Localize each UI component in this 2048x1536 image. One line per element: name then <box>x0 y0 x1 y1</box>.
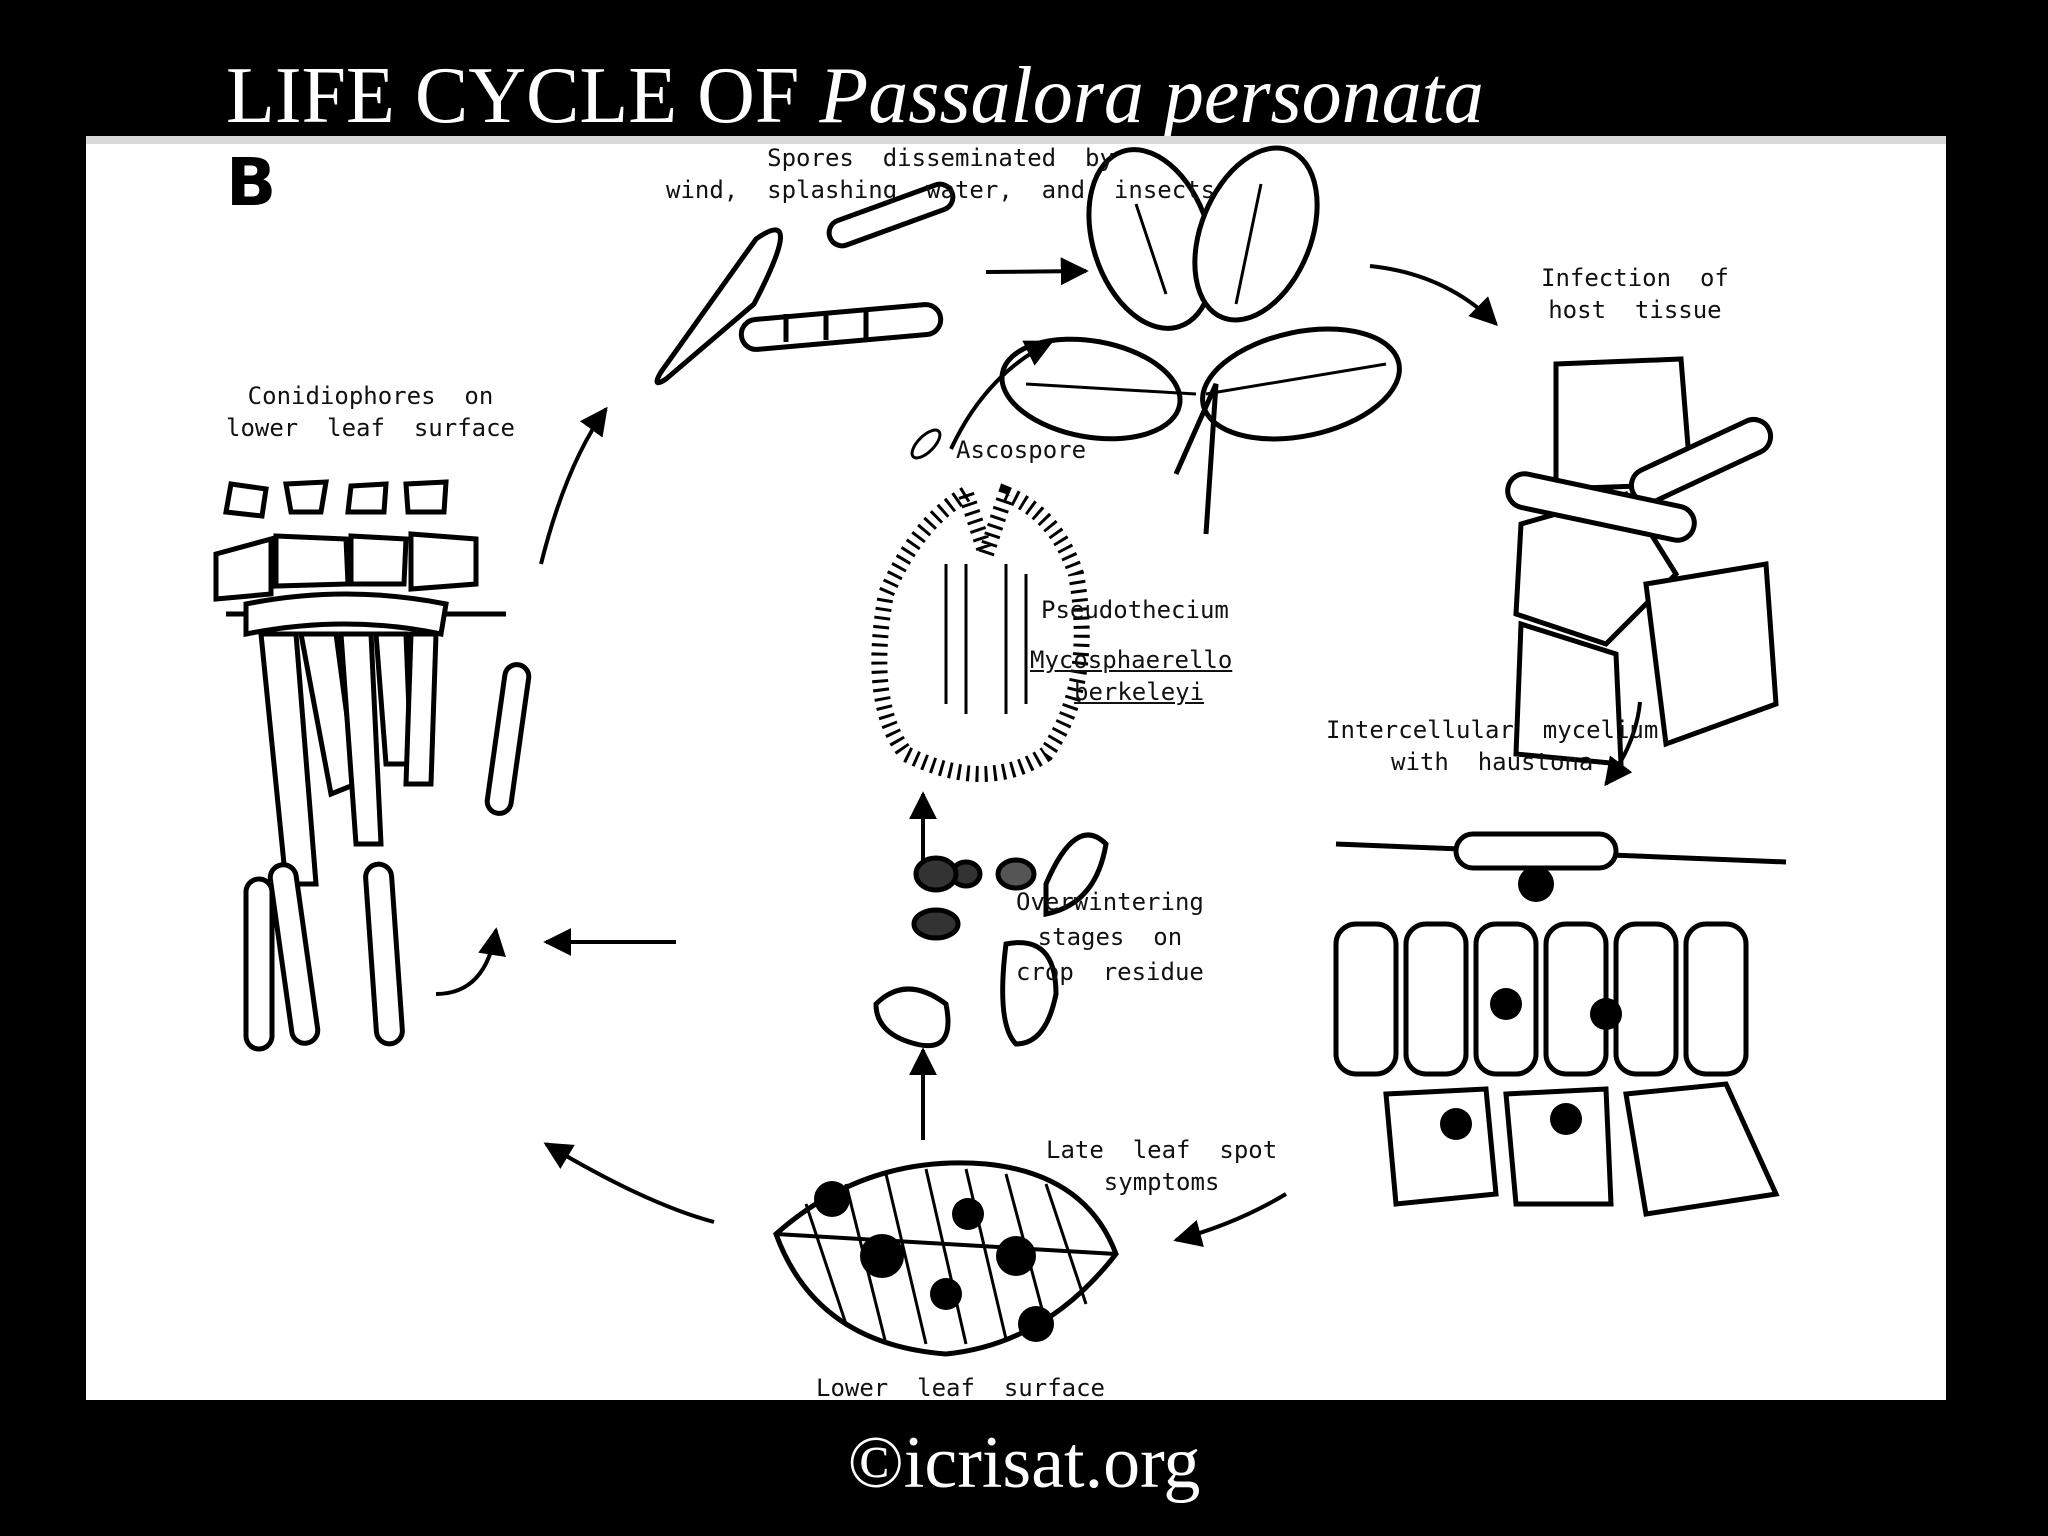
ascospore-label: Ascospore <box>956 436 1087 464</box>
crop-residue <box>873 832 1109 1048</box>
lower-leaf-label: Lower leaf surface <box>816 1374 1105 1400</box>
overwintering-label: Overwintering stages on crop residue <box>1016 888 1204 986</box>
diagram-drawing <box>213 145 1787 1357</box>
airborne-spores <box>654 181 956 386</box>
panel-letter: B <box>226 144 277 221</box>
copyright-notice: ©icrisat.org <box>847 1422 1201 1504</box>
conidiophores <box>213 479 532 1052</box>
pseudothecium-label: Pseudothecium <box>1041 596 1229 624</box>
late-leaf-spot-label: Late leaf spot symptoms <box>1046 1136 1278 1196</box>
life-cycle-diagram: B Spores disseminated by wind, splashing… <box>86 144 1946 1400</box>
pseudothecium <box>871 428 1090 782</box>
title-divider <box>86 136 1946 144</box>
intercellular-label: Intercellular mycelium with haustona <box>1326 716 1659 776</box>
slide-title: LIFE CYCLE OF Passalora personata <box>226 48 1484 144</box>
haustoria <box>1440 866 1622 1140</box>
leaf-cross-section <box>1333 831 1787 1217</box>
groundnut-leaf <box>999 145 1402 535</box>
host-cells-infection <box>1505 356 1779 767</box>
species-name-line2: berkeleyi <box>1074 678 1205 706</box>
cycle-arrows <box>435 257 1642 1248</box>
title-species: Passalora personata <box>819 52 1484 140</box>
spores-label: Spores disseminated by wind, splashing w… <box>666 144 1216 204</box>
infection-label: Infection of host tissue <box>1541 264 1729 324</box>
species-name-line1: Mycosphaerello <box>1030 646 1233 674</box>
spotted-leaf <box>773 1160 1119 1357</box>
conidiophores-label: Conidiophores on lower leaf surface <box>226 382 515 442</box>
title-prefix: LIFE CYCLE OF <box>226 52 820 140</box>
